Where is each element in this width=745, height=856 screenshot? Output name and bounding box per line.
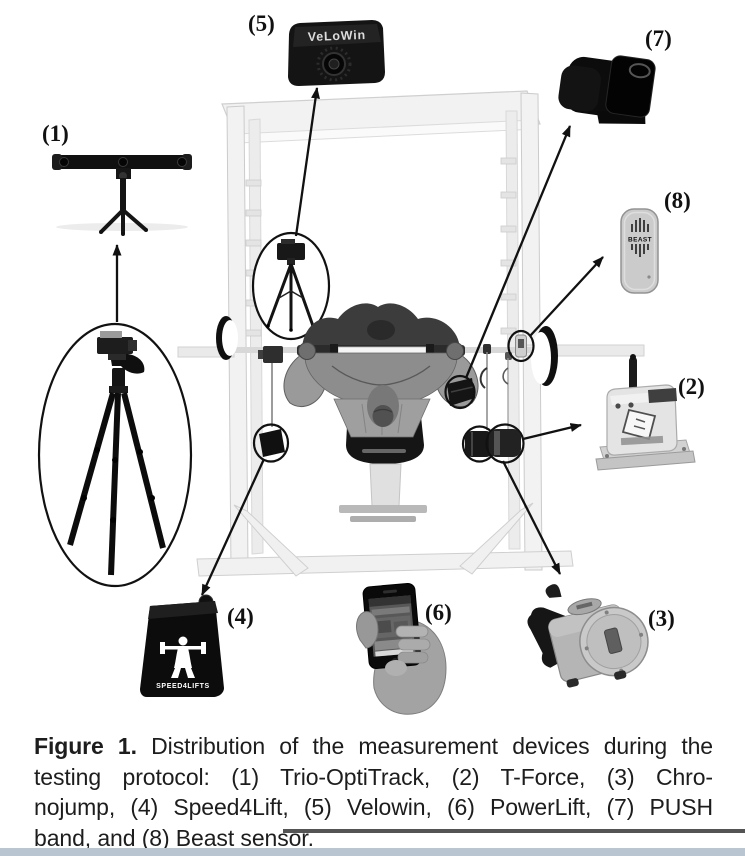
circled-cable-sensor-right bbox=[485, 423, 525, 464]
beast-sensor-device: BEAST bbox=[620, 208, 659, 294]
caption-figure-label: Figure 1. bbox=[34, 733, 137, 759]
athlete-figure bbox=[302, 303, 460, 353]
camera-lens-icon bbox=[118, 157, 128, 167]
right-transducer-cables bbox=[479, 344, 512, 431]
beast-logo-icon bbox=[631, 218, 649, 257]
velowin-device: VeLoWin bbox=[288, 20, 385, 86]
label-8: (8) bbox=[664, 188, 691, 213]
push-band-device bbox=[558, 55, 656, 124]
figure-caption: Figure 1. Distribution of the measuremen… bbox=[34, 731, 713, 853]
velowin-logo-text: VeLoWin bbox=[307, 28, 366, 44]
weight-plate-right bbox=[531, 326, 558, 386]
label-3: (3) bbox=[648, 606, 675, 631]
beast-logo-text: BEAST bbox=[628, 237, 652, 244]
camera-lens-icon bbox=[59, 157, 69, 167]
arrow-3-chronojump bbox=[501, 460, 562, 575]
camera-lens-icon bbox=[177, 157, 187, 167]
label-4: (4) bbox=[227, 604, 254, 629]
chronojump-device bbox=[527, 584, 649, 688]
arrow-2-t-force bbox=[522, 423, 582, 441]
trio-optitrack-device bbox=[52, 154, 192, 236]
arrow-5-velowin bbox=[294, 87, 320, 237]
arrow-8-beast-sensor bbox=[529, 256, 604, 337]
arrow-4-speed4lift bbox=[200, 458, 266, 596]
circled-velowin-tripod bbox=[251, 231, 331, 341]
speed4lift-device: SPEED4LIFTS bbox=[140, 594, 224, 697]
label-2: (2) bbox=[678, 374, 705, 399]
figure-illustration: VeLoWin BEAST bbox=[37, 11, 705, 715]
circled-beast-sensor-on-bar bbox=[507, 329, 535, 363]
page-bottom-band bbox=[0, 848, 745, 856]
barbell-right-sleeve bbox=[460, 347, 542, 353]
caption-line-2: testing protocol: (1) Trio-OptiTrack, (2… bbox=[34, 763, 713, 790]
label-1: (1) bbox=[42, 121, 69, 146]
lens-ring-icon bbox=[316, 46, 352, 82]
circled-camera-tripod bbox=[37, 322, 193, 588]
left-bar-sensor-and-cable bbox=[258, 346, 283, 427]
label-6: (6) bbox=[425, 600, 452, 625]
circled-speed4lift-sensor bbox=[252, 423, 290, 463]
caption-line-3: nojump, (4) Speed4Lift, (5) Velowin, (6)… bbox=[34, 794, 713, 820]
circled-push-band-on-wrist bbox=[444, 374, 476, 410]
t-force-device bbox=[595, 354, 696, 471]
fingers bbox=[385, 625, 431, 676]
athlete-figure-front bbox=[283, 342, 479, 438]
caption-line-1: Figure 1. Distribution of the measuremen… bbox=[34, 731, 713, 762]
weight-plate-left bbox=[216, 316, 238, 360]
arrow-7-push-band bbox=[464, 125, 572, 379]
caption-line-4: band, and (8) Beast sensor. bbox=[34, 824, 314, 851]
divider-rule-dark bbox=[283, 829, 745, 833]
antenna-icon bbox=[629, 357, 637, 395]
label-5: (5) bbox=[248, 11, 275, 36]
label-7: (7) bbox=[645, 26, 672, 51]
caption-line-1-text: Distribution of the measurement devices … bbox=[136, 733, 714, 759]
powerlift-phone-device bbox=[356, 582, 447, 715]
speed4lift-logo-icon bbox=[160, 636, 206, 678]
speed4lift-logo-text: SPEED4LIFTS bbox=[156, 683, 210, 690]
thumb bbox=[356, 611, 379, 649]
